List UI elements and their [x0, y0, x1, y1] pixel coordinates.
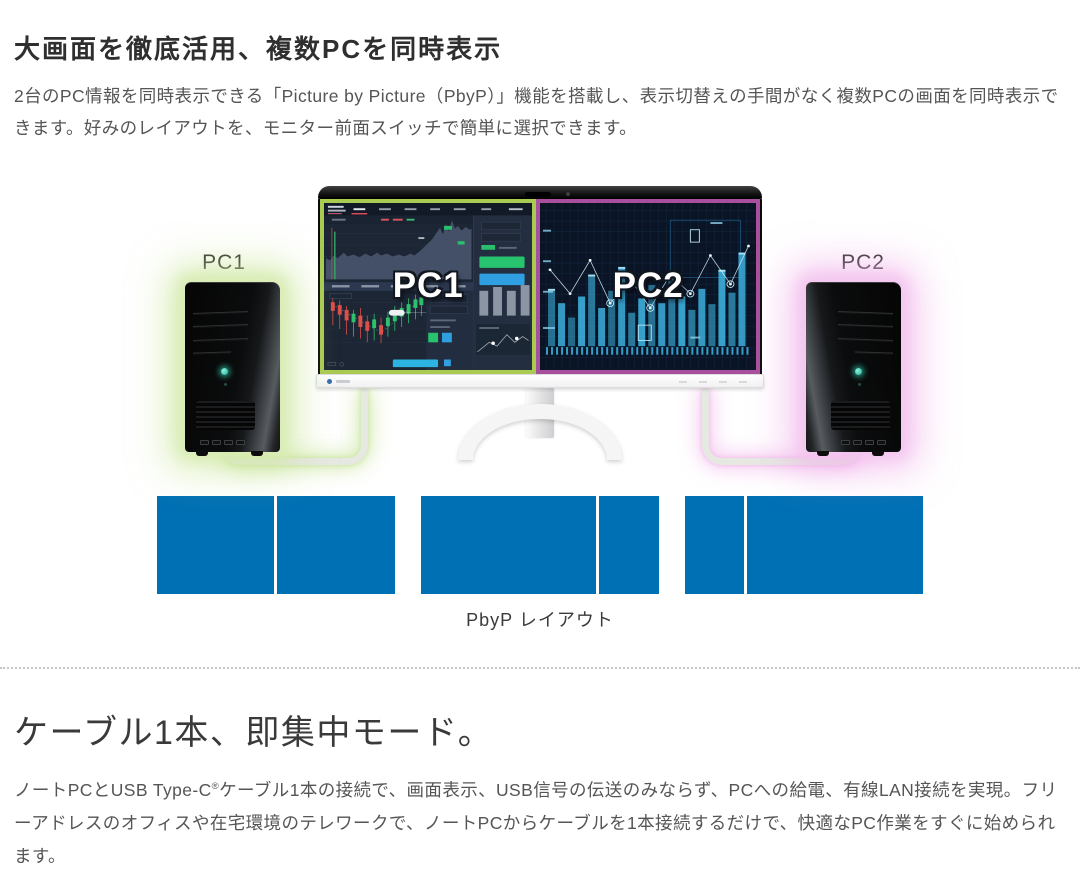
osd-button-marks [679, 381, 749, 383]
trading-platform-graphic [324, 203, 533, 370]
drive-bay-seam [192, 324, 248, 328]
registered-mark: ® [211, 781, 220, 792]
power-led [221, 367, 229, 375]
front-ports [840, 440, 886, 446]
usbc-description: ノートPCとUSB Type-C®ケーブル1本の接続で、画面表示、USB信号の伝… [14, 770, 1070, 873]
screen-pc1: PC1 [320, 199, 537, 374]
tower-label-pc2: PC2 [841, 251, 885, 274]
front-ports [200, 440, 246, 446]
usbc-description-pre: ノートPCとUSB Type-C [14, 779, 212, 800]
tower-label-pc1: PC1 [202, 251, 246, 274]
layout-split-line [273, 496, 277, 594]
monitor-stand-base [458, 404, 622, 460]
drive-bay-seam [855, 351, 894, 354]
layout-split-line [744, 496, 748, 594]
monitor-brand-logo [327, 379, 332, 384]
pbyp-layout-option-3 [685, 496, 923, 594]
screen-label-pc1: PC1 [392, 266, 464, 306]
pbyp-layout-option-2 [421, 496, 659, 594]
screen-pc2: PC2 [536, 199, 760, 374]
camera-notch [524, 192, 551, 197]
vent-grille [830, 401, 890, 431]
drive-bay-seam [192, 337, 248, 341]
screen-label-pc2: PC2 [612, 266, 684, 306]
pbyp-heading: 大画面を徹底活用、複数PCを同時表示 [14, 34, 503, 64]
ultrawide-monitor: PC1 [316, 186, 764, 388]
drive-bay-seam [192, 351, 231, 354]
monitor-screens: PC1 [318, 199, 762, 374]
vent-grille [196, 401, 256, 431]
pbyp-layout-options [157, 496, 923, 594]
usbc-description-post: ケーブル1本の接続で、画面表示、USB信号の伝送のみならず、PCへの給電、有線L… [14, 779, 1058, 866]
drive-bay-seam [838, 310, 894, 314]
layout-split-line [595, 496, 599, 594]
pbyp-description: 2台のPC情報を同時表示できる「Picture by Picture（PbyP）… [14, 86, 1059, 138]
drive-bay-seam [192, 310, 248, 314]
tower-foot [250, 451, 263, 456]
monitor-top-bezel [318, 186, 762, 199]
monitor-bottom-bezel [316, 374, 764, 388]
usbc-heading: ケーブル1本、即集中モード。 [14, 714, 494, 752]
pc2-tower [806, 282, 901, 456]
pbyp-layout-option-1 [157, 496, 395, 594]
section-divider [0, 667, 1080, 669]
drive-bay-seam [838, 337, 894, 341]
tower-foot [871, 451, 884, 456]
tower-foot [817, 451, 830, 456]
hdd-led [223, 382, 227, 386]
power-led [855, 367, 863, 375]
pbyp-diagram: PC1 PC2 [185, 186, 901, 465]
pbyp-layouts-caption: PbyP レイアウト [466, 610, 614, 630]
monitor-brand-wordmark [336, 380, 350, 383]
pc1-tower [185, 282, 280, 456]
hdd-led [858, 382, 862, 386]
drive-bay-seam [838, 324, 894, 328]
tower-foot [196, 451, 209, 456]
sensor-dot [566, 192, 570, 196]
analytics-chart-graphic [540, 203, 756, 370]
